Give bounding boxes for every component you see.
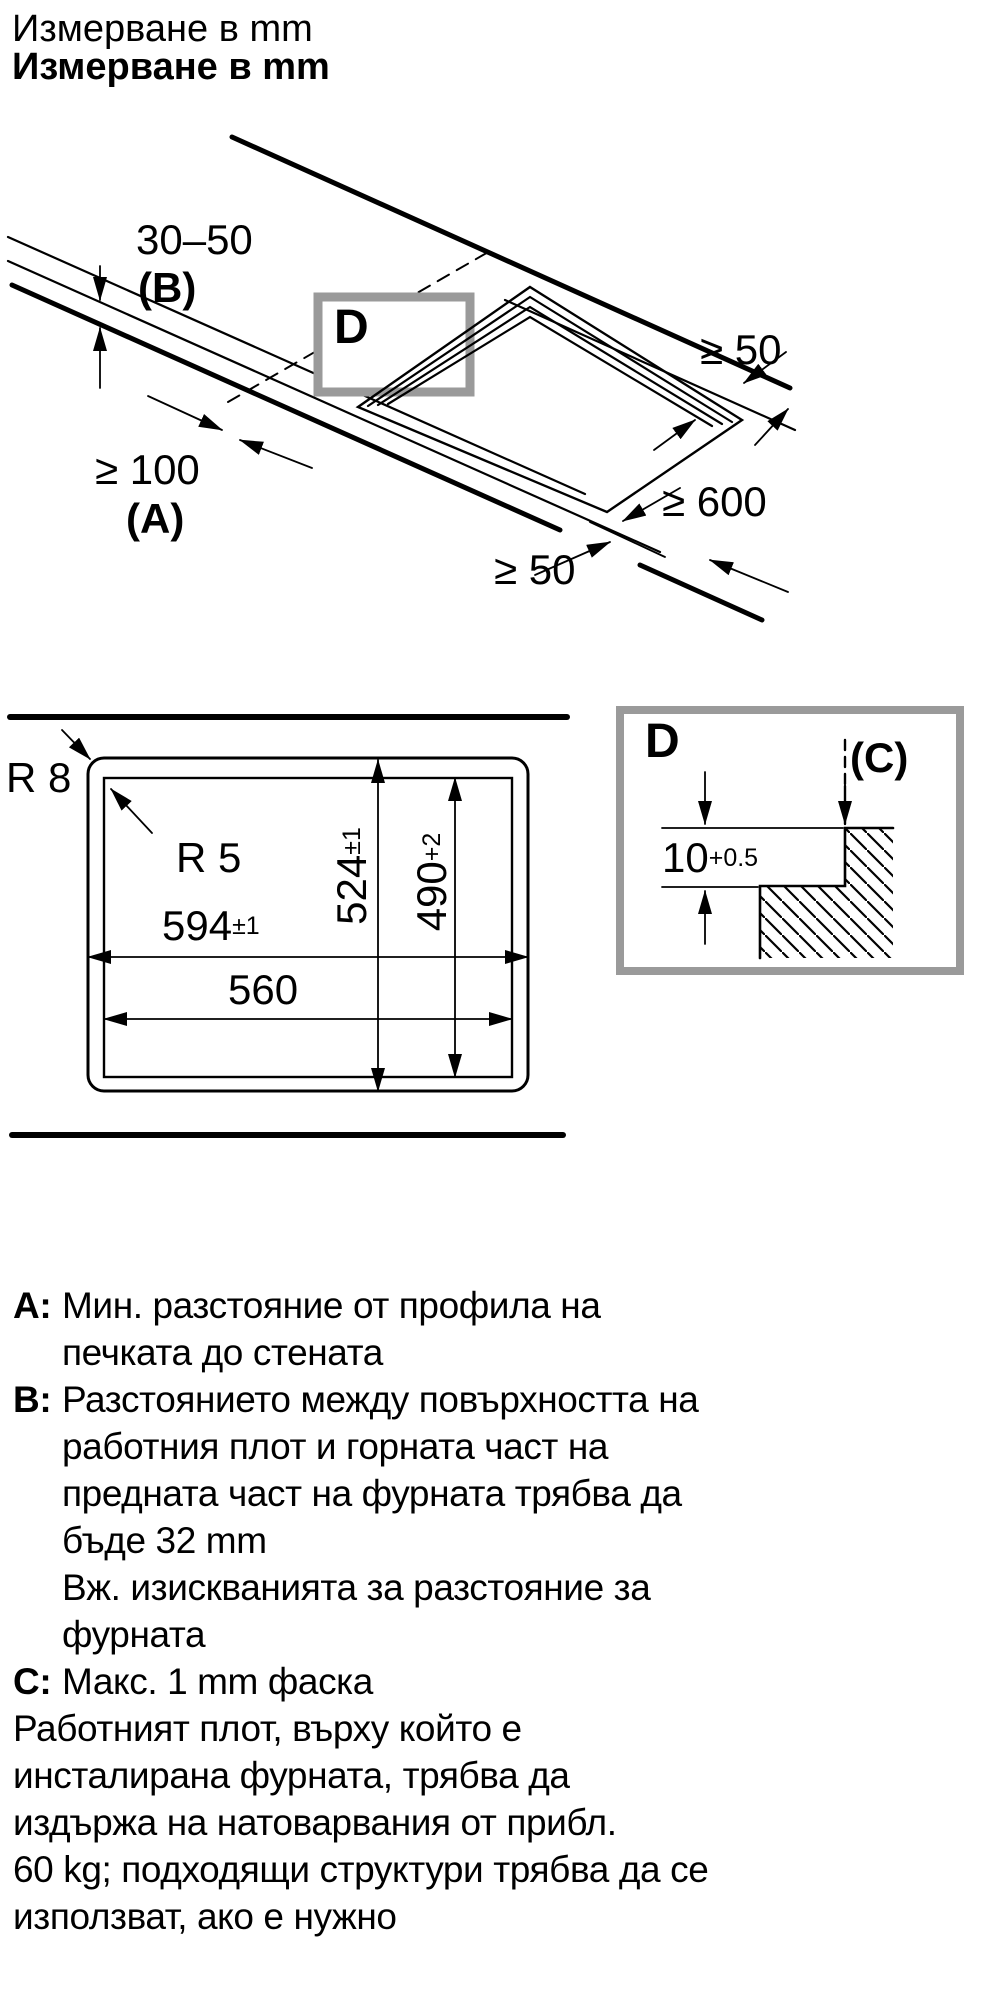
note-text: печката до стената	[62, 1332, 383, 1373]
dim-front50-arrow-2	[709, 559, 789, 593]
dim-600-label: ≥ 600	[662, 478, 767, 525]
note-text: предната част на фурната трябва да	[62, 1473, 682, 1514]
dim-b-key-label: (B)	[138, 264, 197, 311]
note-row: използват, ако е нужно	[13, 1893, 988, 1940]
note-row: Работният плот, върху който е	[13, 1705, 988, 1752]
worktop-section-hatch	[760, 828, 893, 958]
note-key-a: A:	[13, 1285, 52, 1326]
note-key-b: B:	[13, 1379, 52, 1420]
note-text: Работният плот, върху който е	[13, 1708, 522, 1749]
dim-600-arrow-lower	[622, 487, 681, 522]
note-row: бъде 32 mm	[13, 1517, 988, 1564]
cutout-step-line-2	[376, 305, 724, 426]
dim-rear50-arrow-2	[653, 419, 696, 451]
dim-600-arrow-upper	[754, 408, 789, 446]
detail-d-callout-label: D	[334, 301, 369, 354]
section-cut-dashed-line	[227, 250, 491, 403]
note-row: инсталирана фурната, трябва да	[13, 1752, 988, 1799]
note-text: фурната	[62, 1614, 206, 1655]
note-row: работния плот и горната част на	[13, 1423, 988, 1470]
note-text: инсталирана фурната, трябва да	[13, 1755, 570, 1796]
dim-front50-extension	[589, 521, 666, 558]
notes-block: A:Мин. разстояние от профила на печката …	[13, 1282, 988, 1940]
worktop-front-thick-right	[637, 562, 765, 623]
note-row: печката до стената	[13, 1329, 988, 1376]
note-row: Вж. изискванията за разстояние за	[13, 1564, 988, 1611]
detail-d-view	[616, 706, 964, 975]
dim-rear50-arrow-1	[743, 351, 787, 384]
note-text: Разстоянието между повърхността на	[62, 1379, 699, 1420]
dim-b-value-label: 30–50	[136, 216, 253, 263]
dim-10-label: 10+0.5	[662, 834, 759, 881]
plan-view	[7, 714, 570, 1138]
dim-a-key-label: (A)	[126, 495, 185, 542]
detail-d-frame	[616, 706, 964, 975]
note-text: 60 kg; подходящи структури трябва да се	[13, 1849, 709, 1890]
dim-560-label: 560	[228, 966, 299, 1013]
note-text: издържа на натоварвания от прибл.	[13, 1802, 617, 1843]
cutout-outline	[355, 285, 745, 514]
cutout-step-line-1	[366, 295, 734, 424]
note-text: Мин. разстояние от профила на	[62, 1285, 601, 1326]
note-row: издържа на натоварвания от прибл.	[13, 1799, 988, 1846]
note-row: C:Макс. 1 mm фаска	[13, 1658, 988, 1705]
note-text: бъде 32 mm	[62, 1520, 267, 1561]
dim-490-label: 490+2	[408, 832, 455, 932]
dim-front50-arrow-1	[534, 541, 611, 576]
chamfer-c-label: (C)	[850, 734, 909, 781]
note-row: предната част на фурната трябва да	[13, 1470, 988, 1517]
note-row: 60 kg; подходящи структури трябва да се	[13, 1846, 988, 1893]
worktop-front-edge-bottom	[6, 259, 662, 554]
dim-594-label: 594±1	[162, 902, 260, 949]
note-text: работния плот и горната част на	[62, 1426, 609, 1467]
cutout-step-line-3	[386, 315, 714, 428]
radius-r8-label: R 8	[6, 754, 72, 801]
note-text: Макс. 1 mm фаска	[62, 1661, 373, 1702]
wall-line	[229, 134, 793, 391]
note-text: Вж. изискванията за разстояние за	[62, 1567, 651, 1608]
dim-a-arrow-1	[147, 395, 223, 431]
dim-front50-label: ≥ 50	[494, 546, 576, 593]
note-text: използват, ако е нужно	[13, 1896, 397, 1937]
page-title-line2: Измерване в mm	[12, 46, 330, 88]
cutout-inner-outline	[102, 776, 514, 1079]
dim-a-value-label: ≥ 100	[95, 446, 200, 493]
dim-a-arrow-2	[239, 439, 313, 469]
radius-r8-arrow	[61, 729, 91, 760]
detail-d-label: D	[645, 715, 680, 768]
note-row: B:Разстоянието между повърхността на	[13, 1376, 988, 1423]
note-row: A:Мин. разстояние от профила на	[13, 1282, 988, 1329]
radius-r5-label: R 5	[176, 834, 242, 881]
dim-rear50-label: ≥ 50	[700, 326, 782, 373]
worktop-front-thick-left	[9, 282, 563, 533]
radius-r5-arrow	[110, 788, 153, 834]
perspective-view	[6, 134, 797, 623]
hob-outer-outline	[86, 756, 530, 1093]
worktop-section-profile	[758, 826, 895, 960]
page-title-line1: Измерване в mm	[12, 8, 313, 50]
note-row: фурната	[13, 1611, 988, 1658]
note-key-c: C:	[13, 1661, 52, 1702]
dim-524-label: 524±1	[328, 827, 375, 925]
